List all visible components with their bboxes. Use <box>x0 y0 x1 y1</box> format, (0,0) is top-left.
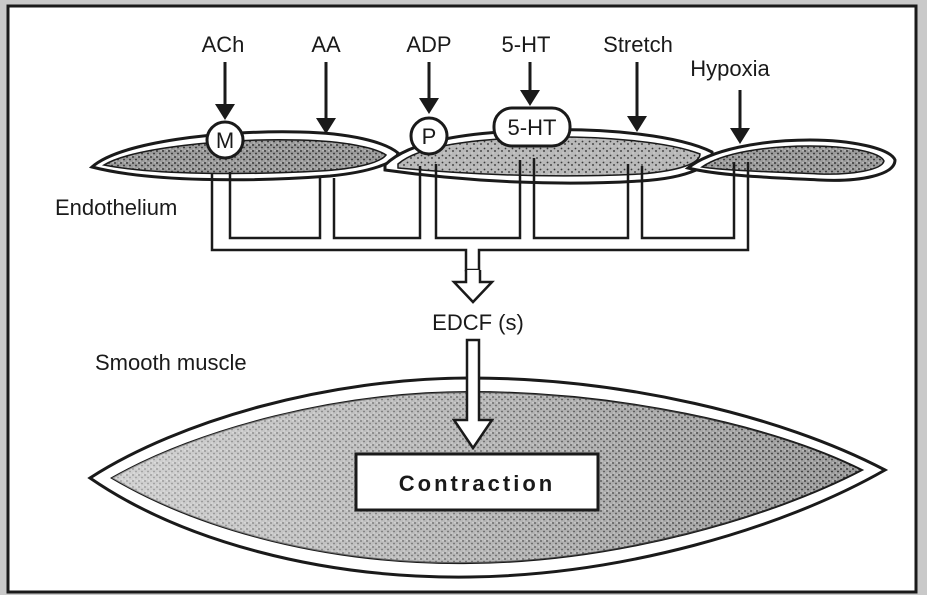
stimulus-adp: ADP <box>406 32 451 57</box>
stimulus-ach: ACh <box>202 32 245 57</box>
receptor-p: P <box>411 118 447 154</box>
receptor-p-label: P <box>422 124 437 149</box>
receptor-m: M <box>207 122 243 158</box>
contraction-label: Contraction <box>399 471 555 496</box>
endothelium-label: Endothelium <box>55 195 177 220</box>
contraction-box: Contraction <box>356 454 598 510</box>
receptor-5ht-label: 5-HT <box>508 115 557 140</box>
stimulus-stretch: Stretch <box>603 32 673 57</box>
stimulus-hypoxia: Hypoxia <box>690 56 770 81</box>
receptor-5ht: 5-HT <box>494 108 570 146</box>
stimulus-5ht: 5-HT <box>502 32 551 57</box>
smooth-muscle-label: Smooth muscle <box>95 350 247 375</box>
stimulus-aa: AA <box>311 32 341 57</box>
receptor-m-label: M <box>216 128 234 153</box>
edcf-label: EDCF (s) <box>432 310 524 335</box>
